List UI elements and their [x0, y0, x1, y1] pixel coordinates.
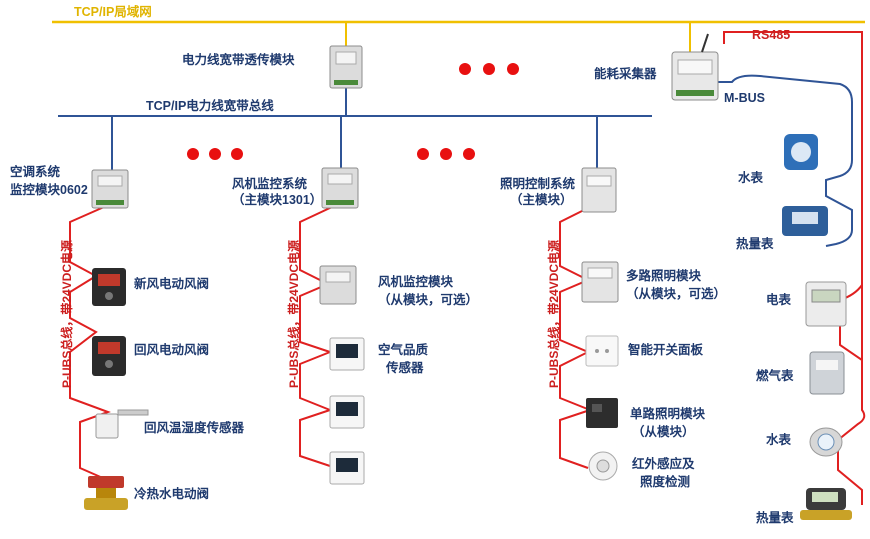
- fan-title-line1: 风机监控系统: [232, 177, 308, 191]
- fan-pubs-label: P-UBS总线，带24VDC电源: [287, 239, 301, 388]
- fan-title-line2: （主模块1301）: [232, 193, 323, 207]
- light-panel-label: 智能开关面板: [628, 343, 704, 357]
- single-light-module-icon: [586, 398, 618, 428]
- fan-slave-line2: （从模块，可选）: [378, 293, 479, 307]
- light-multi-module-icon: [581, 261, 619, 303]
- mbus-line: [716, 74, 853, 247]
- ac-item-th-sensor: 回风温湿度传感器: [144, 421, 245, 435]
- light-title-line1: 照明控制系统: [500, 177, 576, 191]
- fan-slave-line1: 风机监控模块: [378, 275, 454, 289]
- light-multi-line2: （从模块，可选）: [626, 287, 727, 301]
- air-quality-line1: 空气品质: [378, 343, 429, 357]
- gas-meter-icon: [809, 351, 845, 395]
- pubs-light: [559, 206, 593, 469]
- air-quality-line2: 传感器: [386, 361, 424, 375]
- mbus-label: M-BUS: [724, 91, 765, 105]
- air-quality-sensor-1-icon: [329, 337, 365, 371]
- ir-sensor-icon: [588, 451, 618, 481]
- ac-item-fresh-damper: 新风电动风阀: [134, 277, 210, 291]
- plc-bus-label: TCP/IP电力线宽带总线: [146, 99, 274, 113]
- rs485-meter-chain: [839, 150, 863, 410]
- ac-pubs-label: P-UBS总线，带24VDC电源: [60, 239, 74, 388]
- plc-module-icon: [329, 45, 363, 89]
- rs485-heat-meter-icon: [800, 488, 852, 520]
- collector-label: 能耗采集器: [594, 67, 657, 81]
- mbus-heat-meter-label: 热量表: [736, 237, 774, 251]
- pubs-fan: [299, 206, 333, 467]
- light-ir-line2: 照度检测: [640, 475, 691, 489]
- ellipsis-left: [187, 148, 243, 160]
- return-air-damper-icon: [92, 336, 126, 376]
- light-multi-line1: 多路照明模块: [626, 269, 702, 283]
- fresh-air-damper-icon: [92, 268, 126, 306]
- ac-title-line1: 空调系统: [10, 165, 61, 179]
- ac-module-icon: [91, 169, 129, 209]
- light-title-line2: （主模块）: [510, 193, 573, 207]
- fan-module-icon: [321, 167, 359, 209]
- mbus-water-meter-label: 水表: [738, 171, 764, 185]
- light-module-icon: [581, 167, 617, 213]
- plc-module-label: 电力线宽带透传模块: [182, 53, 295, 67]
- smart-switch-panel-icon: [585, 335, 619, 367]
- ellipsis-mid: [417, 148, 475, 160]
- chw-valve-icon: [84, 476, 128, 510]
- pubs-ac: [69, 206, 113, 483]
- rs485-water-meter-icon: [809, 427, 843, 457]
- mbus-water-meter-icon: [784, 134, 818, 170]
- light-single-line2: （从模块）: [632, 425, 695, 439]
- light-single-line1: 单路照明模块: [630, 407, 706, 421]
- electric-meter-icon: [805, 281, 847, 327]
- rs485-water-meter-label: 水表: [766, 433, 792, 447]
- gas-meter-label: 燃气表: [756, 369, 794, 383]
- air-quality-sensor-2-icon: [329, 395, 365, 429]
- ac-item-chw-valve: 冷热水电动阀: [134, 487, 210, 501]
- mbus-heat-meter-icon: [782, 206, 828, 236]
- fan-slave-module-icon: [319, 265, 357, 305]
- rs485-label: RS485: [752, 28, 791, 42]
- rs485-heat-meter-label: 热量表: [756, 511, 794, 525]
- light-ir-line1: 红外感应及: [632, 457, 695, 471]
- air-quality-sensor-3-icon: [329, 451, 365, 485]
- return-air-th-sensor-icon: [95, 409, 149, 439]
- electric-meter-label: 电表: [766, 293, 792, 307]
- light-pubs-label: P-UBS总线，带24VDC电源: [547, 239, 561, 388]
- ac-item-return-damper: 回风电动风阀: [134, 343, 210, 357]
- collector-icon: [671, 33, 719, 101]
- ellipsis-top: [459, 63, 519, 75]
- ac-title-line2: 监控模块0602: [10, 183, 88, 197]
- lan-bus-label: TCP/IP局域网: [74, 5, 152, 19]
